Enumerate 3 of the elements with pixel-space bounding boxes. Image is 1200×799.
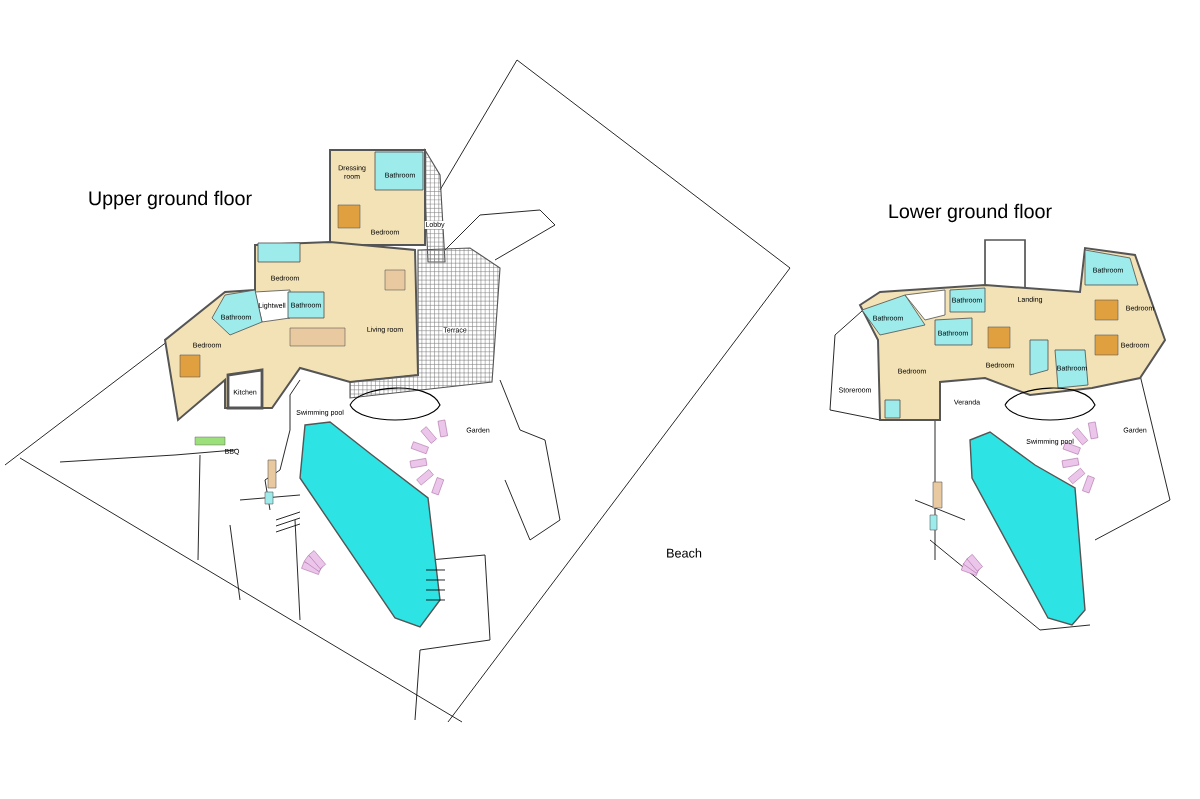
plan-heading: Lower ground floor bbox=[889, 203, 1052, 223]
area-label: Beach bbox=[667, 548, 702, 558]
plan-heading: Upper ground floor bbox=[89, 190, 252, 210]
